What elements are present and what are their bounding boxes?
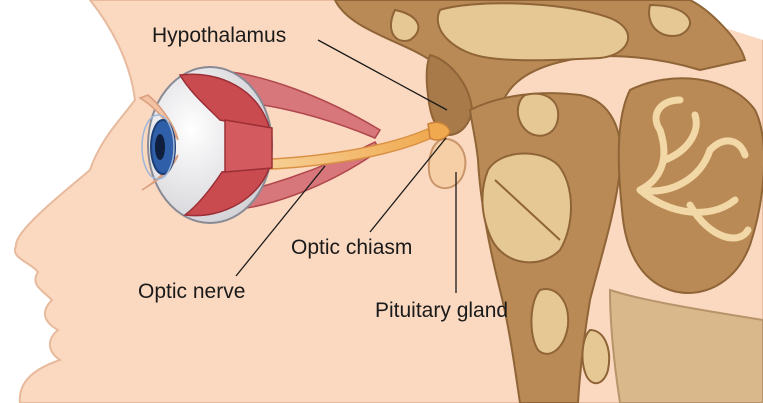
medulla-blob bbox=[530, 288, 570, 355]
cornea bbox=[141, 114, 175, 180]
optic-chiasm bbox=[427, 121, 451, 141]
label-optic-nerve: Optic nerve bbox=[138, 280, 246, 303]
cerebellum-arbor bbox=[636, 96, 752, 242]
eye-muscle-front-upper bbox=[178, 73, 272, 131]
upper-eyelid bbox=[138, 94, 179, 141]
label-hypothalamus: Hypothalamus bbox=[152, 24, 287, 47]
cerebellum bbox=[617, 77, 763, 294]
eye-muscle-side bbox=[224, 119, 273, 173]
label-optic-chiasm: Optic chiasm bbox=[291, 236, 413, 259]
midbrain-blob bbox=[516, 92, 560, 137]
neck-tissue bbox=[608, 288, 763, 403]
leader-hypothalamus bbox=[317, 39, 448, 111]
medulla-blob-lower bbox=[581, 328, 610, 385]
leader-optic-nerve bbox=[235, 165, 326, 277]
gyri-top bbox=[390, 3, 691, 42]
label-pituitary-gland: Pituitary gland bbox=[375, 299, 509, 322]
pons-divider bbox=[494, 179, 561, 241]
leader-optic-chiasm bbox=[369, 137, 447, 233]
corpus-callosum bbox=[437, 2, 630, 62]
pupil bbox=[155, 134, 165, 160]
pituitary-gland bbox=[427, 138, 467, 190]
lower-eyelid bbox=[141, 154, 179, 191]
